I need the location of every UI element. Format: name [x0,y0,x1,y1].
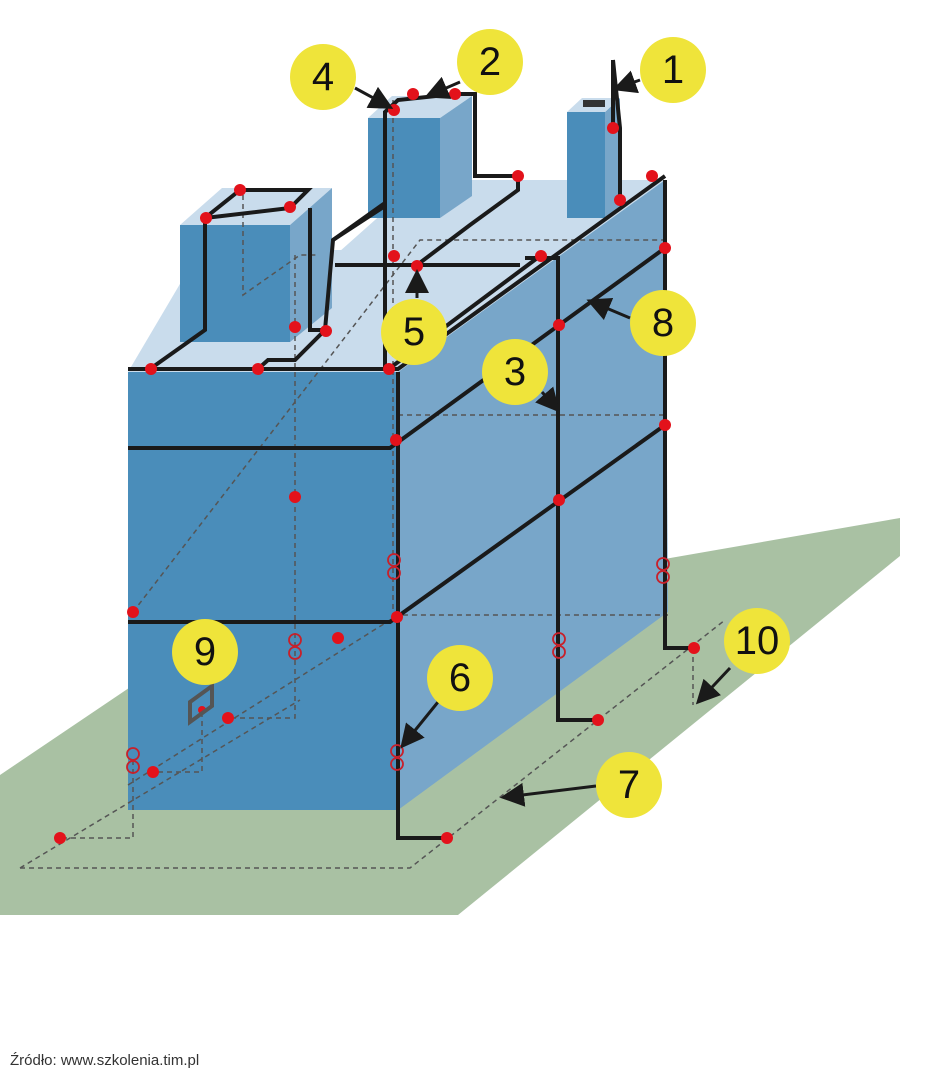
label-9-text: 9 [194,630,216,674]
building-front [128,372,398,810]
left-chimney-front [180,225,290,342]
test-joints [126,553,670,774]
label-4-text: 4 [312,55,334,99]
label-3: 3 [482,339,548,405]
label-7: 7 [596,752,662,818]
label-10: 10 [724,608,790,674]
middle-chimney-side [440,96,472,218]
label-7-text: 7 [618,763,640,807]
label-2-text: 2 [479,40,501,84]
pointer-arrows [354,70,732,807]
label-2: 2 [457,29,523,95]
label-4: 4 [290,44,356,110]
antenna-base [583,100,605,107]
label-5: 5 [381,299,447,365]
source-caption: Źródło: www.szkolenia.tim.pl [10,1052,200,1069]
callout-labels: 1 2 3 4 5 6 7 8 9 10 [172,29,790,818]
label-6: 6 [427,645,493,711]
label-1: 1 [640,37,706,103]
equipotential-bar-icon [188,682,214,726]
hidden-conductors [19,100,726,869]
label-9: 9 [172,619,238,685]
label-8: 8 [630,290,696,356]
label-6-text: 6 [449,656,471,700]
label-3-text: 3 [504,350,526,394]
right-chimney-front [567,112,605,218]
label-10-text: 10 [735,619,780,663]
label-5-text: 5 [403,310,425,354]
middle-chimney-front [368,118,440,218]
label-1-text: 1 [662,48,684,92]
label-8-text: 8 [652,301,674,345]
